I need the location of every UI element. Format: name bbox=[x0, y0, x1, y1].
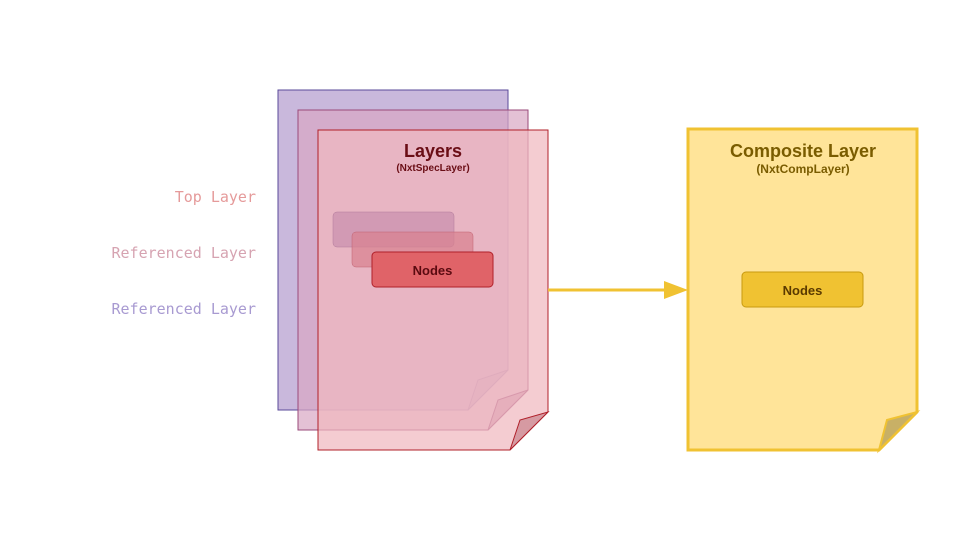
layers-nodes-box bbox=[371, 251, 494, 288]
layers-subtitle: (NxtSpecLayer) bbox=[396, 163, 469, 174]
composite-subtitle: (NxtCompLayer) bbox=[756, 162, 849, 176]
top-layer-front-page bbox=[317, 129, 550, 451]
label-referenced-layer-2: Referenced Layer bbox=[112, 300, 257, 318]
composite-nodes-box bbox=[741, 271, 864, 308]
layers-title: Layers bbox=[404, 141, 462, 161]
layers-nodes-label: Nodes bbox=[413, 263, 453, 278]
label-top-layer: Top Layer bbox=[175, 188, 256, 206]
composite-nodes-label: Nodes bbox=[783, 283, 823, 298]
label-referenced-layer-1: Referenced Layer bbox=[112, 244, 257, 262]
composition-arrow bbox=[548, 281, 688, 299]
composite-title: Composite Layer bbox=[730, 141, 876, 161]
